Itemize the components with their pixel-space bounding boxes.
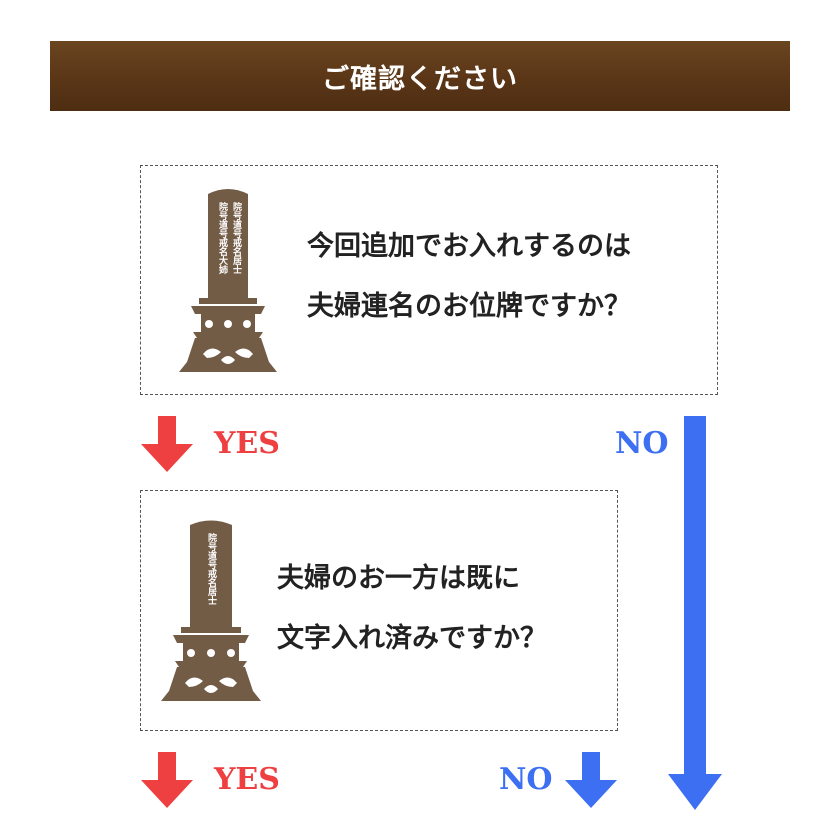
question-box-already-engraved: 院号道号戒名居士 夫婦のお一方は既に 文字入れ済みですか？ <box>140 490 618 731</box>
no-label: NO <box>499 762 553 797</box>
question-line: 文字入れ済みですか？ <box>277 623 547 654</box>
question-line: 夫婦のお一方は既に <box>277 563 520 594</box>
tablet-inscription: 院号道号戒名居士 <box>206 533 216 605</box>
question-text: 夫婦のお一方は既に 文字入れ済みですか？ <box>277 549 547 669</box>
yes-label: YES <box>214 426 280 461</box>
memorial-tablet-icon: 院号道号戒名居士 <box>159 519 263 709</box>
arrow-down-no-long-icon <box>668 416 722 810</box>
page-title: ご確認ください <box>50 41 790 111</box>
arrow-down-no-icon <box>565 752 617 808</box>
question-box-joint-tablet: 院号道号戒名居士 院号道号戒名大姉 今回追加でお入れするのは 夫婦連名のお位牌で… <box>140 165 718 395</box>
no-label: NO <box>615 426 669 461</box>
tablet-inscription-right: 院号道号戒名居士 <box>231 202 241 274</box>
memorial-tablet-icon: 院号道号戒名居士 院号道号戒名大姉 <box>177 186 279 380</box>
question-line: 今回追加でお入れするのは <box>307 231 631 262</box>
arrow-down-yes-icon <box>141 752 193 808</box>
question-line: 夫婦連名のお位牌ですか？ <box>307 291 631 322</box>
tablet-inscription-left: 院号道号戒名大姉 <box>217 202 227 274</box>
yes-label: YES <box>214 762 280 797</box>
question-text: 今回追加でお入れするのは 夫婦連名のお位牌ですか？ <box>307 217 631 337</box>
arrow-down-yes-icon <box>141 416 193 472</box>
